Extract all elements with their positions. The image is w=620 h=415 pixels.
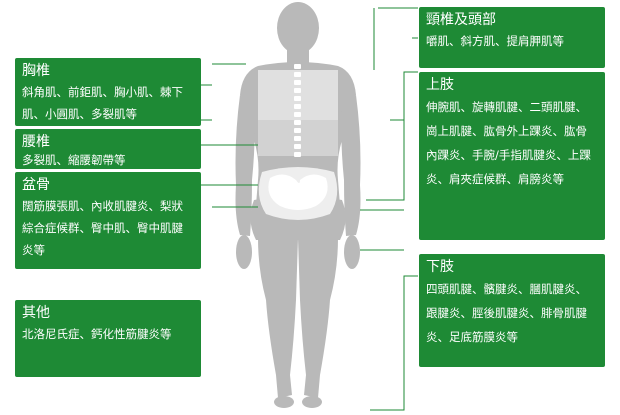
connector-chest xyxy=(199,84,212,121)
pelvis-bone xyxy=(268,174,328,210)
region-title: 頸椎及頭部 xyxy=(426,12,496,28)
region-title: 腰椎 xyxy=(22,134,50,150)
region-box-lower-limb: 下肢 四頭肌腱、髕腱炎、膕肌腱炎、跟腱炎、脛後肌腱炎、腓骨肌腱炎、足底筋膜炎等 xyxy=(419,254,605,367)
connector-lines xyxy=(199,7,418,411)
region-box-upper-limb: 上肢 伸腕肌、旋轉肌腱、二頭肌腱、崗上肌腱、肱骨外上踝炎、肱骨內踝炎、手腕/手指… xyxy=(419,72,605,240)
connector-lower xyxy=(370,275,418,411)
region-title: 上肢 xyxy=(426,77,454,93)
region-title: 下肢 xyxy=(426,259,454,275)
region-box-neck: 頸椎及頭部 嚼肌、斜方肌、提肩胛肌等 xyxy=(419,7,605,68)
region-box-chest: 胸椎 斜角肌、前鉅肌、胸小肌、棘下肌、小圓肌、多裂肌等 xyxy=(15,58,201,126)
region-desc: 斜角肌、前鉅肌、胸小肌、棘下肌、小圓肌、多裂肌等 xyxy=(22,85,183,121)
region-desc: 北洛尼氏症、鈣化性筋腱炎等 xyxy=(22,327,172,341)
region-desc: 伸腕肌、旋轉肌腱、二頭肌腱、崗上肌腱、肱骨外上踝炎、肱骨內踝炎、手腕/手指肌腱炎… xyxy=(426,100,591,186)
region-box-other: 其他 北洛尼氏症、鈣化性筋腱炎等 xyxy=(15,300,201,377)
connector-upper xyxy=(366,71,418,201)
region-box-lumbar: 腰椎 多裂肌、縮腰韌帶等 xyxy=(15,129,201,169)
spine xyxy=(294,64,301,157)
region-box-pelvis: 盆骨 闊筋膜張肌、內收肌腱炎、梨狀綜合症候群、臀中肌、臀中肌腱炎等 xyxy=(15,172,201,269)
region-desc: 多裂肌、縮腰韌帶等 xyxy=(22,153,126,167)
region-desc: 四頭肌腱、髕腱炎、膕肌腱炎、跟腱炎、脛後肌腱炎、腓骨肌腱炎、足底筋膜炎等 xyxy=(426,282,587,344)
connector-upper-branches xyxy=(360,119,404,251)
region-title: 胸椎 xyxy=(22,63,50,79)
region-desc: 嚼肌、斜方肌、提肩胛肌等 xyxy=(426,34,564,48)
region-title: 其他 xyxy=(22,305,50,321)
connector-neck xyxy=(378,7,418,39)
region-title: 盆骨 xyxy=(22,177,50,193)
region-desc: 闊筋膜張肌、內收肌腱炎、梨狀綜合症候群、臀中肌、臀中肌腱炎等 xyxy=(22,199,183,257)
chest-region xyxy=(258,70,338,120)
